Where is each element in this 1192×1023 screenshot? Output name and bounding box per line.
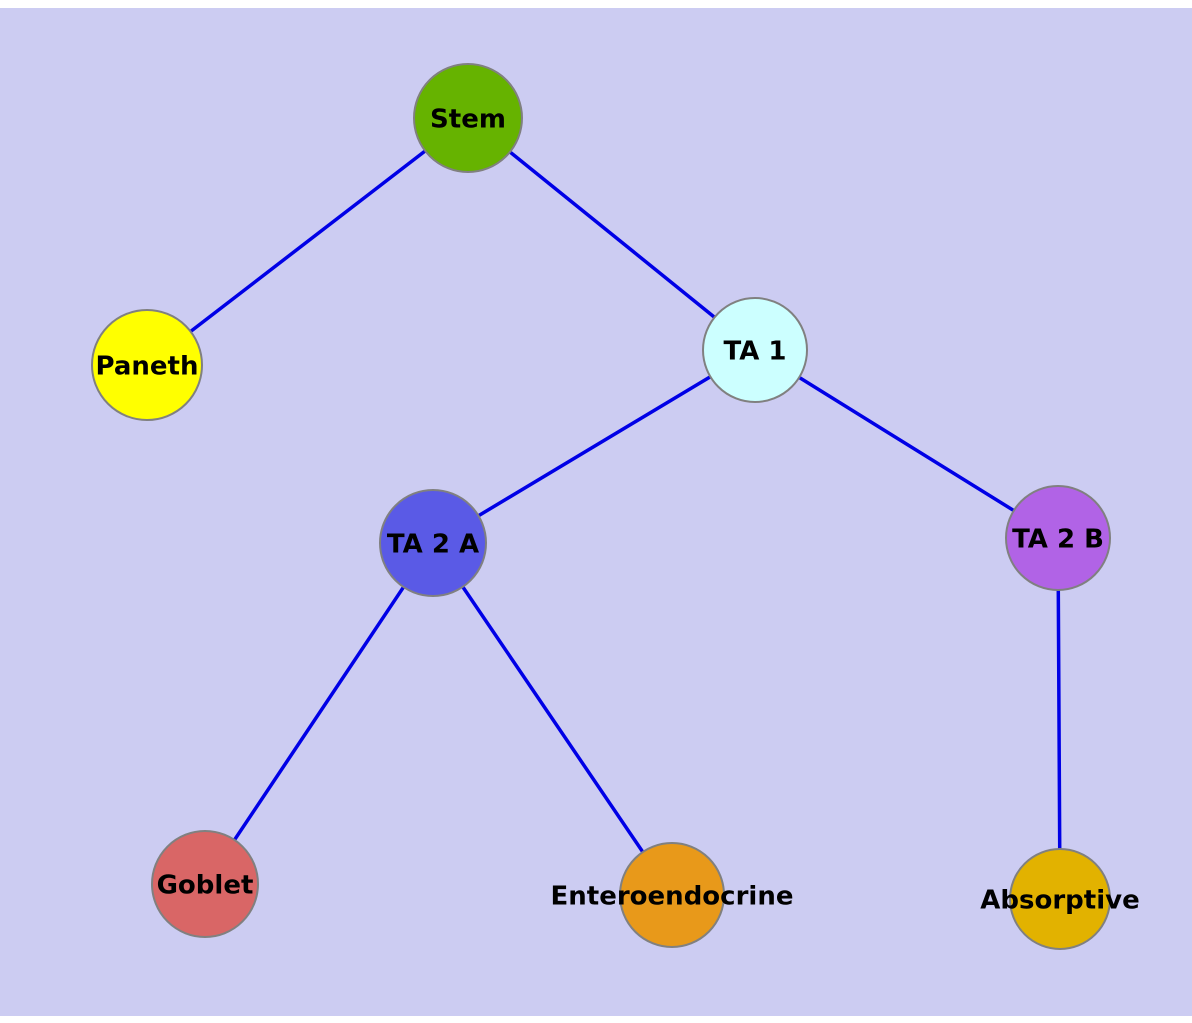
edge-stem-ta1 [466,116,757,352]
node-label-absorptive: Absorptive [980,885,1139,915]
node-paneth [91,309,203,421]
node-ta2b [1005,485,1111,591]
node-absorptive [1009,848,1111,950]
node-label-stem: Stem [430,104,506,134]
node-label-ta2b: TA 2 B [1012,524,1104,554]
node-ta1 [702,297,808,403]
node-enteroendocrine [619,842,725,948]
node-label-enteroendocrine: Enteroendocrine [551,881,794,911]
edge-ta2a-goblet [203,541,435,886]
node-label-goblet: Goblet [157,870,254,900]
node-goblet [151,830,259,938]
edge-ta2b-absorptive [1056,536,1062,901]
edge-stem-paneth [145,116,470,367]
node-label-ta2a: TA 2 A [387,529,479,559]
node-stem [413,63,523,173]
node-label-ta1: TA 1 [724,336,787,366]
edge-ta1-ta2a [431,348,757,545]
edge-ta2a-enteroendocrine [431,541,674,897]
node-ta2a [379,489,487,597]
edge-ta1-ta2b [753,348,1060,540]
node-label-paneth: Paneth [96,351,199,381]
